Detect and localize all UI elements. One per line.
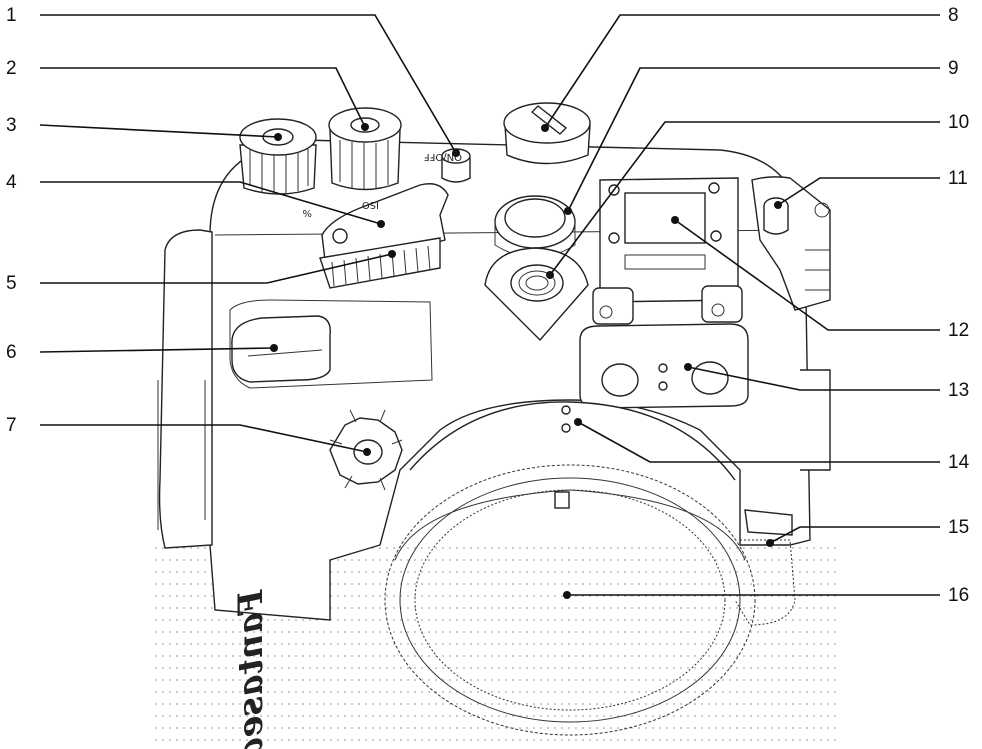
leader-5 xyxy=(40,253,393,284)
callout-label-2: 2 xyxy=(6,58,17,79)
brand-logo: Fantasea xyxy=(231,589,271,749)
leader-13 xyxy=(687,366,940,391)
leader-9 xyxy=(567,67,940,212)
leader-2 xyxy=(40,67,366,128)
leader-8 xyxy=(544,14,940,129)
control-wheel xyxy=(319,237,441,289)
accessory-shoe xyxy=(592,177,743,325)
leader-4 xyxy=(40,181,382,225)
leader-15 xyxy=(769,526,940,544)
callout-label-10: 10 xyxy=(948,112,970,133)
left-grip xyxy=(158,229,213,549)
callout-label-9: 9 xyxy=(948,58,959,79)
callout-label-12: 12 xyxy=(948,320,970,341)
callout-label-16: 16 xyxy=(948,585,970,606)
leader-12 xyxy=(674,219,940,331)
lens-port xyxy=(384,401,756,736)
callout-label-8: 8 xyxy=(948,5,959,26)
callout-label-1: 1 xyxy=(6,5,17,26)
leader-7 xyxy=(40,424,368,453)
leader-3 xyxy=(39,124,279,138)
callout-label-15: 15 xyxy=(948,517,970,538)
left-control-dial xyxy=(239,118,317,195)
callout-leaders xyxy=(39,14,940,599)
callout-label-11: 11 xyxy=(948,168,968,189)
shutter-button xyxy=(231,315,331,383)
right-control-dial xyxy=(328,107,402,191)
leader-10 xyxy=(549,121,940,276)
callout-label-5: 5 xyxy=(6,273,17,294)
callout-label-14: 14 xyxy=(948,452,970,473)
svg-text:ISO: ISO xyxy=(362,199,379,210)
leader-11 xyxy=(777,177,940,206)
callout-label-3: 3 xyxy=(6,115,17,136)
svg-text:%: % xyxy=(302,207,312,218)
lanyard-loop xyxy=(734,509,796,626)
grip-strap xyxy=(157,380,206,530)
housing-drawing: % ISO ON/OFF xyxy=(155,102,840,749)
fiber-optic-ports xyxy=(579,323,749,409)
callout-label-4: 4 xyxy=(6,172,17,193)
leader-6 xyxy=(39,347,275,353)
svg-text:ON/OFF: ON/OFF xyxy=(424,151,462,162)
leader-1 xyxy=(40,14,457,154)
callout-label-13: 13 xyxy=(948,380,970,401)
top-cap xyxy=(503,102,591,165)
leader-14 xyxy=(577,421,940,463)
callout-label-6: 6 xyxy=(6,342,17,363)
callout-label-7: 7 xyxy=(6,415,17,436)
right-latch xyxy=(751,176,831,471)
